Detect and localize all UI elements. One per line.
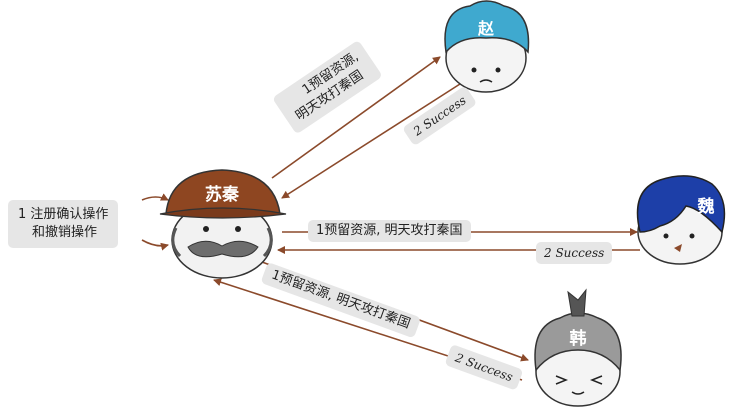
- wei-reply-label: 2 Success: [536, 242, 613, 264]
- zhao-character: 赵: [444, 0, 530, 93]
- note-arrow-top: [141, 193, 169, 201]
- arrow-to-zhao: [271, 56, 441, 179]
- wei-reply-text: 2 Success: [544, 246, 605, 260]
- arrow-from-zhao: [281, 83, 461, 199]
- left-note: 1 注册确认操作 和撤销操作: [8, 200, 119, 248]
- han-name: 韩: [570, 328, 587, 349]
- note-arrow-bottom: [141, 239, 169, 251]
- zhao-name: 赵: [477, 19, 495, 38]
- han-character: 韩: [534, 288, 622, 407]
- left-note-line2: 和撤销操作: [32, 225, 98, 240]
- wei-request-label: 1预留资源, 明天攻打秦国: [308, 220, 471, 242]
- wei-name: 魏: [697, 196, 715, 217]
- suqin-character: 苏秦: [159, 169, 287, 279]
- wei-request-text: 1预留资源, 明天攻打秦国: [316, 223, 463, 238]
- left-note-line1: 1 注册确认操作: [18, 207, 109, 222]
- wei-character: 魏: [636, 175, 726, 265]
- suqin-name: 苏秦: [205, 184, 239, 205]
